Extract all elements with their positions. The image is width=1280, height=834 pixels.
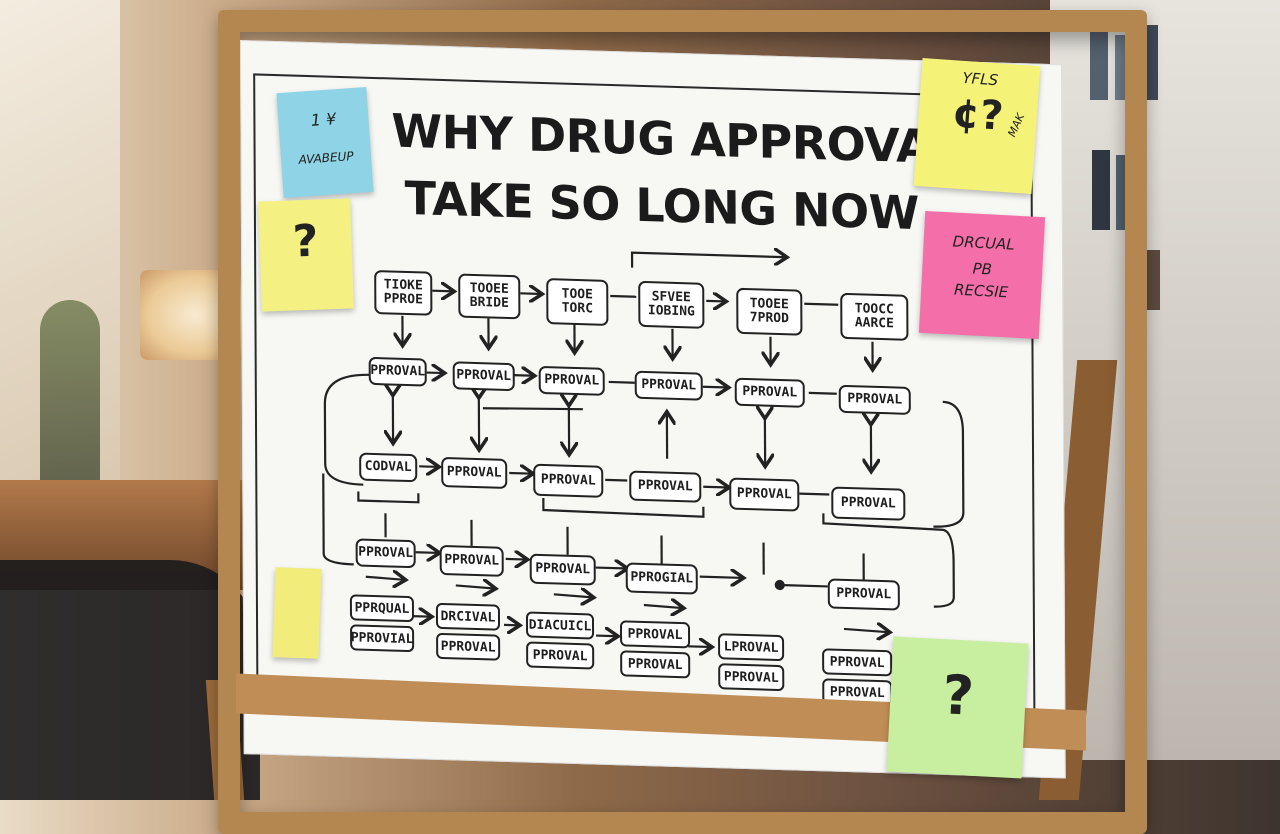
flow-stack-cell: PPROVAL (822, 648, 893, 677)
flow-box-line: TORC (561, 300, 594, 317)
flow-box: PPROVAL (452, 361, 515, 392)
sticky-note-text: DRCUAL (952, 232, 1016, 254)
flow-stack: DIACUICL PPROVAL (525, 611, 595, 673)
flow-box: TOOEE 7PROD (736, 287, 803, 336)
sticky-note-yellow (272, 567, 322, 659)
sticky-note-text: 1 ¥ (310, 109, 337, 130)
flow-box: PPROVAL (827, 578, 900, 611)
flow-stack-cell: PPROVAL (718, 663, 785, 692)
flow-box: PPROVAL (529, 553, 596, 586)
flow-box: SFVEE IOBING (638, 280, 705, 329)
flow-stack-cell: PPROVAL (526, 641, 595, 670)
flow-box: CODVAL (359, 452, 418, 483)
sticky-note-text: AVABEUP (298, 149, 355, 167)
flow-box: PPROVAL (368, 356, 427, 387)
sticky-note-text: YFLS (961, 68, 999, 90)
flow-box: PPROGIAL (625, 562, 698, 595)
flow-stack-cell: LPROVAL (718, 633, 785, 662)
flow-box: PPROVAL (533, 463, 604, 498)
flow-stack-cell: PPROVAL (436, 632, 501, 661)
flow-box: TOOEE BRIDE (458, 273, 521, 320)
flow-box-line: PPROE (383, 291, 423, 308)
flow-box: PPROVAL (734, 377, 805, 408)
flow-stack-cell: PPROVAL (619, 620, 691, 649)
plant (40, 300, 100, 500)
flow-stack-cell: DRCIVAL (435, 602, 501, 631)
sticky-note-pink: DRCUAL PB RECSIE (918, 210, 1046, 340)
flow-box: PPROVAL (729, 477, 800, 512)
sticky-note-text: RECSIE (953, 280, 1009, 302)
flow-stack-cell: PPRQUAL (349, 594, 415, 623)
flow-stack: DRCIVAL PPROVAL (435, 602, 501, 665)
flow-box: PPROVAL (634, 370, 703, 401)
flow-box-line: BRIDE (469, 294, 509, 311)
flow-box: PPROVAL (355, 538, 416, 569)
flow-box: PPROVAL (538, 365, 605, 396)
book (1092, 150, 1110, 230)
flow-box: PPROVAL (439, 544, 504, 577)
flow-stack-cell: PPROVAL (620, 650, 691, 679)
flow-stack: PPROVAL PPROVAL (619, 620, 691, 682)
book (1090, 30, 1108, 100)
sticky-note-yellow: YFLS ¢? MAK (913, 58, 1041, 194)
question-mark: ? (940, 663, 976, 728)
flow-box: PPROVAL (629, 470, 702, 503)
sticky-note-green: ? (886, 636, 1029, 779)
flow-stack: LPROVAL PPROVAL (718, 633, 785, 695)
flow-box: TIOKE PPROE (374, 269, 433, 316)
flowchart-connectors (322, 41, 965, 777)
sticky-note-blue: 1 ¥ AVABEUP (276, 86, 374, 199)
flow-stack: PPRQUAL PPROVIAL (349, 594, 415, 656)
question-mark: ? (291, 215, 320, 268)
sticky-note-text: PB (972, 259, 993, 279)
flow-stack-cell: DIACUICL (525, 611, 595, 640)
flow-box-line: 7PROD (749, 310, 789, 327)
flow-box-line: IOBING (647, 303, 695, 320)
flow-stack-cell: PPROVIAL (350, 624, 415, 653)
flow-box: PPROVAL (831, 486, 906, 521)
sticky-note-yellow: ? (258, 198, 354, 312)
flow-box: PPROVAL (441, 456, 508, 489)
flow-box-line: AARCE (854, 315, 894, 332)
flow-box: TOOE TORC (546, 278, 609, 326)
flow-box: TOOCC AARCE (840, 292, 909, 341)
poster-board: WHY DRUG APPROVALS TAKE SO LONG NOW (240, 40, 1066, 779)
flow-box: PPROVAL (838, 384, 911, 415)
